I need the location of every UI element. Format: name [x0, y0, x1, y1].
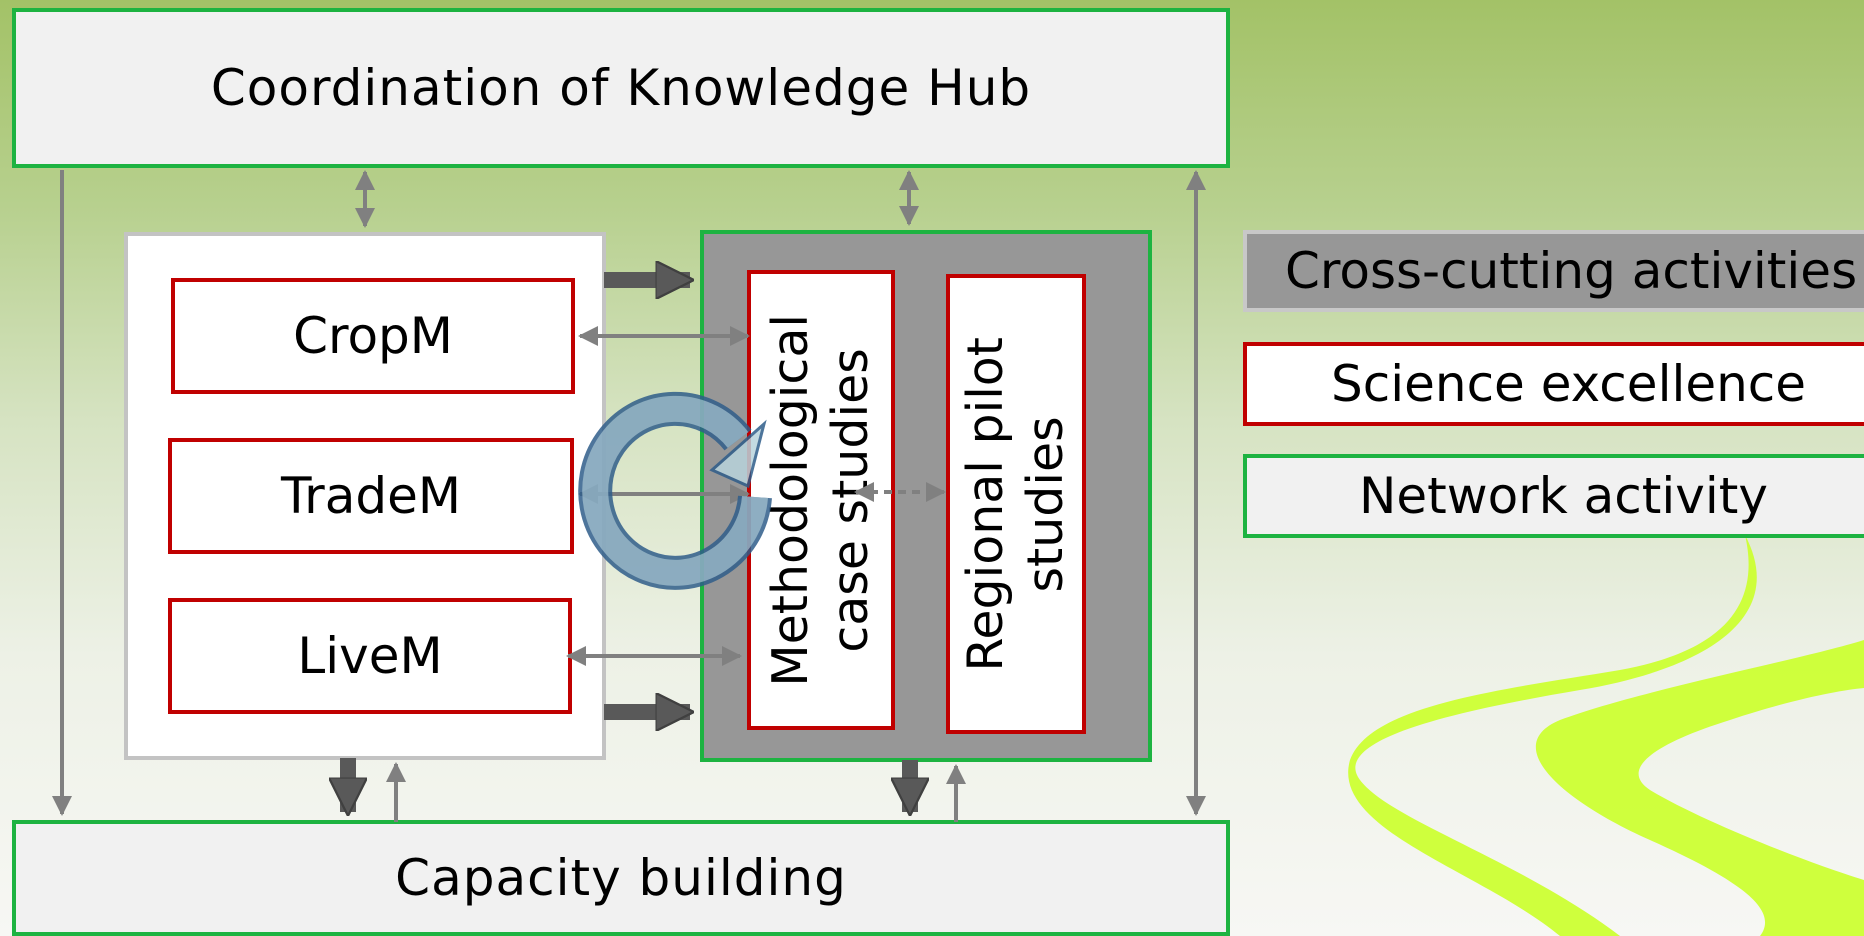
legend-network-activity-label: Network activity: [1359, 467, 1768, 525]
capacity-building-box: Capacity building: [12, 820, 1230, 936]
cycle-arrow-icon: [578, 391, 772, 590]
legend-network-activity: Network activity: [1243, 454, 1864, 538]
livem-label: LiveM: [297, 627, 443, 685]
legend-cross-cutting: Cross-cutting activities: [1243, 230, 1864, 312]
cropm-box: CropM: [171, 278, 575, 394]
tradem-label: TradeM: [280, 467, 462, 525]
regional-pilot-studies-box: Regional pilot studies: [946, 274, 1086, 734]
tradem-box: TradeM: [168, 438, 574, 554]
legend-science-excellence: Science excellence: [1243, 342, 1864, 426]
legend-science-excellence-label: Science excellence: [1331, 355, 1807, 413]
knowledge-hub-box: Coordination of Knowledge Hub: [12, 8, 1230, 168]
capacity-building-label: Capacity building: [395, 849, 847, 907]
knowledge-hub-label: Coordination of Knowledge Hub: [210, 59, 1032, 117]
legend-cross-cutting-label: Cross-cutting activities: [1285, 242, 1858, 300]
cropm-label: CropM: [293, 307, 453, 365]
